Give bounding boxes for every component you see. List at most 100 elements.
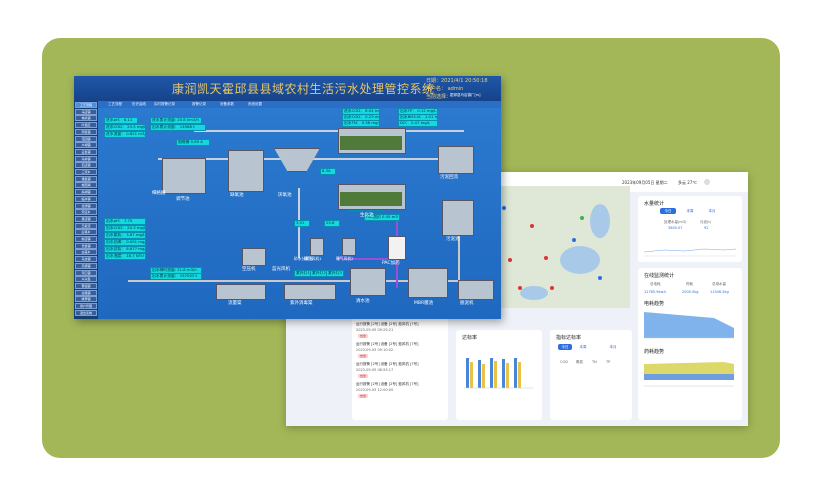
alarm-tag: 告警	[358, 374, 368, 378]
sidebar-item[interactable]: 白莲乡	[75, 249, 97, 256]
monitor-card: 在线监测统计 总电耗 药耗 总用水量 12785.9kw.h 2005.5kg …	[638, 268, 742, 420]
water-chart	[644, 248, 736, 257]
sidebar-item[interactable]: 龙潭镇	[75, 202, 97, 209]
info-inflow-ph: 进水pH： 6.11	[104, 117, 138, 124]
info-out-turbidity: 出水浊度： 18.7 NTU	[104, 253, 146, 260]
monitor-value-power: 12785.9kw.h	[644, 290, 667, 294]
header-weather: 多云 27℃	[678, 180, 697, 185]
label-sludge-return: 污泥回流	[440, 175, 458, 180]
alarm-item[interactable]: 运行报警 [2号] 设备 [2号] 鼓风机 [7号]	[356, 342, 419, 346]
monitor-value-water: 11546.5kg	[710, 290, 729, 294]
sidebar-item[interactable]: 孟集镇	[75, 148, 97, 155]
sidebar-item[interactable]: 马店镇	[75, 108, 97, 115]
sidebar-item[interactable]: 新店镇	[75, 236, 97, 242]
tab-today[interactable]: 今日	[558, 344, 572, 350]
rate-card: 达标率	[456, 330, 542, 420]
tab-history[interactable]: 历史曲线	[132, 102, 146, 106]
map-panel[interactable]	[480, 186, 630, 308]
tab-process[interactable]: 工艺流程	[108, 102, 122, 106]
sidebar-item[interactable]: 花园镇	[75, 135, 97, 142]
info-out-ph: 出水pH： 7.75	[104, 218, 146, 225]
page-title: 康润凯天霍邱县县域农村生活污水处理管控系统	[172, 82, 435, 96]
mbr-tank[interactable]	[408, 268, 448, 298]
compare-col-tn: TN	[592, 360, 597, 364]
sidebar-item[interactable]: 城关镇	[75, 115, 97, 122]
sidebar-item[interactable]: 彭塔乡	[75, 229, 97, 236]
water-value-sludge: 92	[704, 226, 709, 230]
sidebar-item[interactable]: 曹庙镇	[75, 282, 97, 289]
sidebar-item[interactable]: 夏店镇	[75, 215, 97, 222]
sidebar-item[interactable]: 乌龙镇	[75, 256, 97, 263]
sidebar-item[interactable]: 岔路镇	[75, 289, 97, 296]
water-label-sludge: 污泥(t)	[700, 220, 712, 224]
clear-water-tank[interactable]	[350, 268, 386, 296]
sidebar-item[interactable]: 河口镇	[75, 269, 97, 276]
alarm-item[interactable]: 运行报警 [2号] 设备 [2号] 鼓风机 [7号]	[356, 382, 419, 386]
sidebar-item[interactable]: 长集镇	[75, 242, 97, 249]
water-stats-title: 水量统计	[644, 201, 665, 207]
flow-channel[interactable]	[216, 284, 266, 300]
info-inflow-flow: 进水流量： 0.821 m3/h	[104, 131, 146, 138]
regulating-tank[interactable]	[162, 158, 206, 194]
dewatering-machine[interactable]	[458, 280, 494, 300]
sidebar-item[interactable]: 姚李镇	[75, 296, 97, 303]
anaerobic-tank[interactable]	[274, 148, 320, 172]
elec-trend-chart	[644, 312, 734, 339]
pac-tank[interactable]	[388, 236, 406, 260]
tab-month[interactable]: 本月	[609, 345, 617, 349]
air-compressor[interactable]	[242, 248, 266, 266]
sidebar-item[interactable]: 叶集区	[75, 122, 97, 129]
sidebar-item[interactable]: 冯井镇	[75, 155, 97, 162]
fan1[interactable]	[310, 238, 324, 256]
tab-week[interactable]: 本周	[579, 345, 587, 349]
sidebar-item[interactable]: 户胡镇	[75, 142, 97, 149]
tab-system-settings[interactable]: 系统设置	[248, 102, 262, 106]
anoxic-tank[interactable]	[228, 150, 264, 192]
val-pac: PAC加药 0.45 m3	[364, 214, 400, 221]
sidebar-item[interactable]: 宋店乡	[75, 209, 97, 216]
sidebar-item[interactable]: 高塘镇	[75, 262, 97, 269]
label-uv: 紫外消毒渠	[290, 301, 313, 306]
sidebar-item[interactable]: 扈胡镇	[75, 189, 97, 196]
label-bio: 生化池	[360, 213, 374, 218]
scada-header: 康润凯天霍邱县县域农村生活污水处理管控系统 日期：2021/4/1 20:50:…	[74, 76, 501, 101]
info-flow-total-in: 进水累计流量: 20.8 km3/h	[150, 117, 202, 124]
label-dewater: 脱泥机	[460, 301, 474, 306]
sidebar-item[interactable]: 潘集镇	[75, 175, 97, 182]
sidebar-item[interactable]: 众兴集	[75, 276, 97, 283]
sludge-tank[interactable]	[442, 200, 474, 236]
val-bio-current: 8.3A	[320, 168, 336, 175]
sidebar-item[interactable]: 退出系统	[75, 309, 97, 316]
water-stats-card: 水量统计 今日 本周 本月 处理水量(m3) 污泥(t) 3605.07 92	[638, 196, 742, 262]
alarm-item[interactable]: 运行报警 [2号] 设备 [2号] 鼓风机 [7号]	[356, 362, 419, 366]
tab-device-params[interactable]: 设备参数	[220, 102, 234, 106]
sidebar-item[interactable]: 三流乡	[75, 169, 97, 175]
alarm-item[interactable]: 运行报警 [2号] 设备 [2号] 鼓风机 [7号]	[356, 322, 419, 326]
drug-trend-title: 药耗趋势	[644, 349, 665, 355]
label-fan1: 曝气风机1	[304, 256, 322, 261]
sidebar-item[interactable]: 石店镇	[75, 162, 97, 169]
fan2[interactable]	[342, 238, 356, 256]
tab-today[interactable]: 今日	[660, 208, 676, 214]
tab-week[interactable]: 本周	[686, 209, 694, 213]
sidebar-item[interactable]: 用户管理	[75, 303, 97, 309]
sidebar-item[interactable]: 城西湖	[75, 182, 97, 189]
uv-channel[interactable]	[284, 284, 336, 300]
tab-realtime-alarm[interactable]: 实时报警记录	[154, 102, 175, 106]
sidebar-item[interactable]: 王截流	[75, 222, 97, 229]
compare-card: 指标达标率 今日 本周 本月 COD 氨氮 TN TP	[550, 330, 632, 420]
label-screen: 细格栅	[152, 191, 166, 196]
tab-month[interactable]: 本月	[708, 209, 716, 213]
sludge-return-tank[interactable]	[438, 146, 474, 174]
tab-alarm-record[interactable]: 报警记录	[192, 102, 206, 106]
sidebar-item[interactable]: 工艺流程	[75, 102, 97, 108]
avatar[interactable]	[704, 179, 710, 185]
rate-bar-chart	[464, 358, 534, 389]
sidebar-item[interactable]: 周集镇	[75, 128, 97, 135]
label-anoxic: 缺氧池	[230, 193, 244, 198]
scada-tabbar: 工艺流程 历史曲线 实时报警记录 报警记录 设备参数 系统设置	[98, 101, 501, 108]
label-compressor: 空压机	[242, 267, 256, 272]
alarm-time: 2023-09-05 09:25:21	[356, 328, 394, 332]
scada-location-select[interactable]: 霍邱县马店镇厂[rs]	[450, 93, 481, 97]
sidebar-item[interactable]: 临水镇	[75, 195, 97, 202]
